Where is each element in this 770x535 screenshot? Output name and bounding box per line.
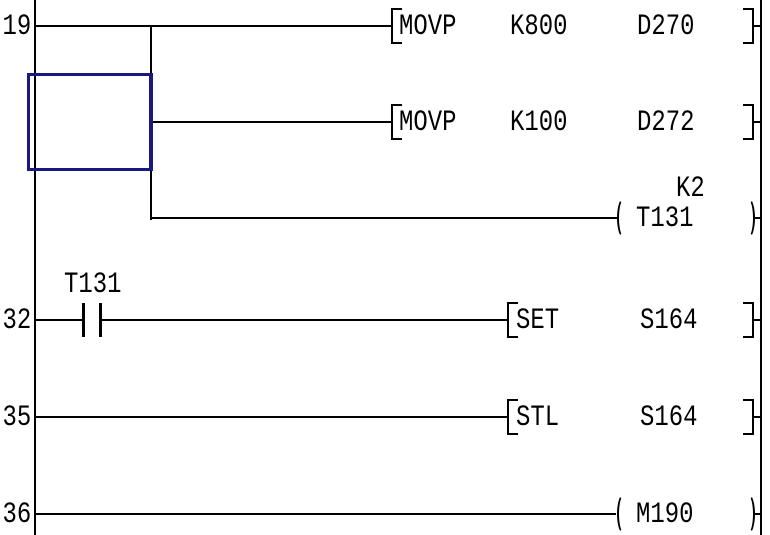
instruction-dest-operand: D272 [637, 104, 695, 140]
instruction-source-operand: K100 [510, 104, 568, 140]
step-number: 35 [2, 399, 32, 435]
instruction-operand: S164 [640, 302, 698, 338]
rung1-rail-connector [753, 25, 760, 27]
contact-pole-left [82, 303, 85, 337]
instruction-op: MOVP [399, 104, 457, 140]
open-bracket-icon [507, 302, 518, 338]
instruction-op: STL [516, 399, 560, 435]
rung4-wire-right [102, 319, 508, 321]
instruction-op: SET [516, 302, 560, 338]
rung1-wire [36, 25, 392, 27]
contact-device-label: T131 [64, 266, 122, 302]
coil-open-paren-icon [617, 198, 630, 238]
rung4-wire-left [36, 319, 82, 321]
selection-cursor[interactable] [27, 73, 153, 171]
instruction-dest-operand: D270 [637, 8, 695, 44]
step-number: 19 [2, 8, 32, 44]
rung5-wire [36, 416, 507, 418]
rung3-rail-connector [754, 217, 760, 219]
coil-open-paren-icon [617, 494, 630, 534]
coil-device-label: M190 [636, 496, 694, 532]
right-power-rail [760, 0, 762, 535]
rung3-wire [150, 217, 618, 219]
rung2-rail-connector [753, 121, 760, 123]
instruction-operand: S164 [640, 399, 698, 435]
coil-device-label: T131 [636, 200, 694, 236]
open-bracket-icon [391, 104, 402, 140]
rung4-rail-connector [753, 319, 760, 321]
open-bracket-icon [507, 399, 518, 435]
instruction-source-operand: K800 [510, 8, 568, 44]
contact-pole-right [99, 303, 102, 337]
open-bracket-icon [391, 8, 402, 44]
rung6-wire [36, 513, 616, 515]
timer-preset-label: K2 [676, 170, 705, 206]
step-number: 36 [2, 496, 32, 532]
step-number: 32 [2, 302, 32, 338]
rung2-wire [151, 121, 392, 123]
instruction-op: MOVP [399, 8, 457, 44]
rung6-rail-connector [754, 513, 760, 515]
rung5-rail-connector [753, 416, 760, 418]
left-power-rail [34, 0, 36, 535]
